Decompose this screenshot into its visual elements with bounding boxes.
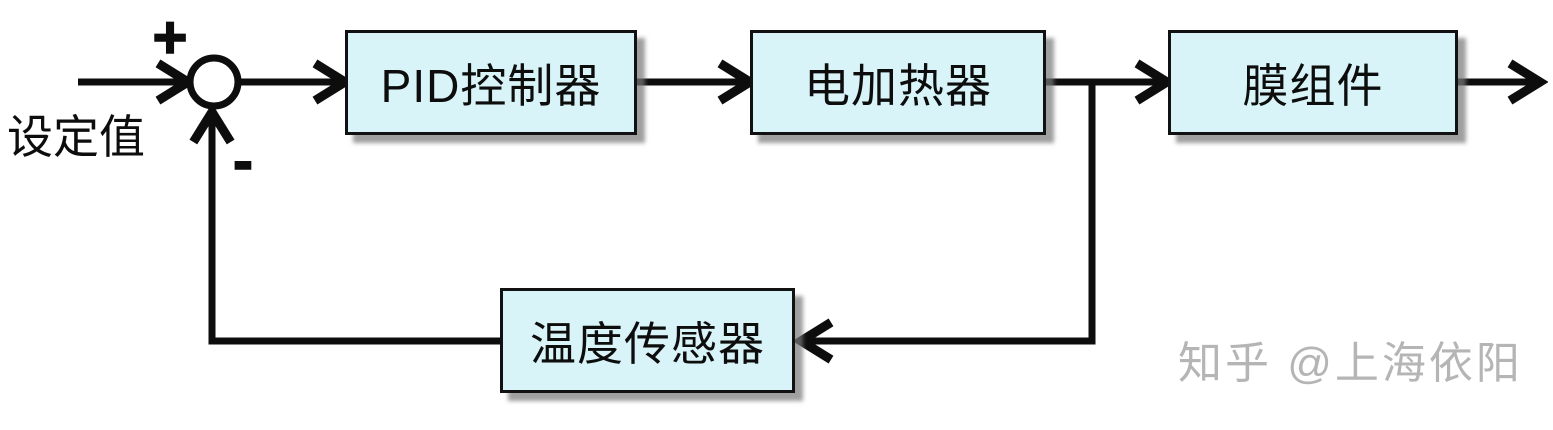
block-label-electric-heater: 电加热器 [804, 59, 992, 112]
summing-junction-circle [186, 54, 242, 110]
feedback-return-arrow [212, 112, 503, 345]
block-temperature-sensor: 温度传感器 [500, 288, 795, 393]
minus-sign: - [232, 127, 253, 194]
watermark: 知乎 @上海依阳 [1178, 339, 1523, 388]
block-electric-heater: 电加热器 [750, 30, 1046, 135]
block-label-temperature-sensor: 温度传感器 [530, 317, 765, 370]
block-label-pid-controller: PID控制器 [380, 59, 602, 112]
feedback-branch-arrow [801, 79, 1096, 341]
setpoint-label: 设定值 [7, 111, 145, 163]
block-membrane-module: 膜组件 [1168, 30, 1458, 135]
block-pid-controller: PID控制器 [345, 30, 637, 135]
block-label-membrane-module: 膜组件 [1242, 59, 1384, 112]
plus-sign: + [152, 4, 189, 71]
